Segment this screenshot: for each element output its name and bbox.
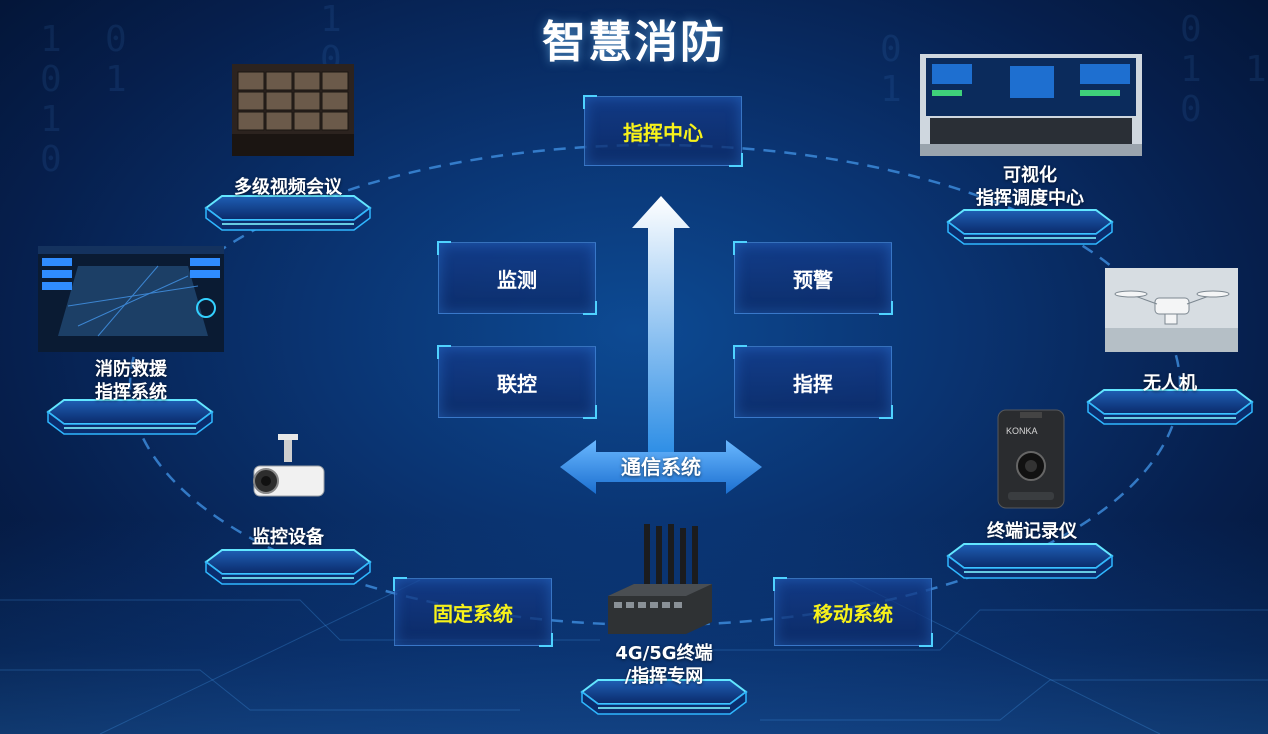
- recorder-label: 终端记录仪: [987, 521, 1077, 542]
- terminal-line2: /指挥专网: [624, 666, 704, 687]
- warning-box: 预警: [733, 241, 893, 315]
- rescue-system-line1: 消防救援: [95, 359, 167, 380]
- upward-arrow: [632, 196, 690, 452]
- command-label: 指挥: [793, 371, 833, 396]
- linkage-label: 联控: [497, 371, 537, 396]
- video-conference-label: 多级视频会议: [234, 177, 342, 198]
- command-center-box: 指挥中心: [583, 95, 743, 167]
- visual-center-image: [920, 54, 1142, 156]
- rescue-system-line2: 指挥系统: [95, 382, 167, 403]
- terminal-label: 4G/5G终端 /指挥专网: [582, 642, 746, 688]
- rescue-system-image: [38, 246, 224, 352]
- drone-image: [1105, 268, 1238, 352]
- video-conference-image: [232, 64, 354, 156]
- recorder-brand: KONKA: [1006, 426, 1038, 436]
- mobile-system-label: 移动系统: [813, 601, 893, 626]
- bidirectional-arrow: [560, 440, 762, 494]
- warning-label: 预警: [793, 267, 833, 292]
- fixed-system-label: 固定系统: [433, 601, 513, 626]
- monitor-label: 监测: [497, 267, 537, 292]
- recorder-image: KONKA: [996, 408, 1066, 510]
- communication-label: 通信系统: [621, 455, 701, 479]
- fixed-system-box: 固定系统: [393, 577, 553, 647]
- terminal-router-image: [604, 522, 714, 636]
- monitor-box: 监测: [437, 241, 597, 315]
- visual-center-label: 可视化 指挥调度中心: [940, 164, 1120, 210]
- page-title: 智慧消防: [542, 17, 726, 68]
- command-center-label: 指挥中心: [623, 120, 703, 145]
- drone-label: 无人机: [1143, 373, 1197, 394]
- command-box: 指挥: [733, 345, 893, 419]
- camera-image: [244, 432, 334, 512]
- mobile-system-box: 移动系统: [773, 577, 933, 647]
- rescue-system-label: 消防救援 指挥系统: [56, 358, 206, 404]
- linkage-box: 联控: [437, 345, 597, 419]
- visual-center-line1: 可视化: [1003, 165, 1057, 186]
- visual-center-line2: 指挥调度中心: [976, 188, 1084, 209]
- camera-label: 监控设备: [252, 527, 324, 548]
- terminal-line1: 4G/5G终端: [615, 643, 713, 664]
